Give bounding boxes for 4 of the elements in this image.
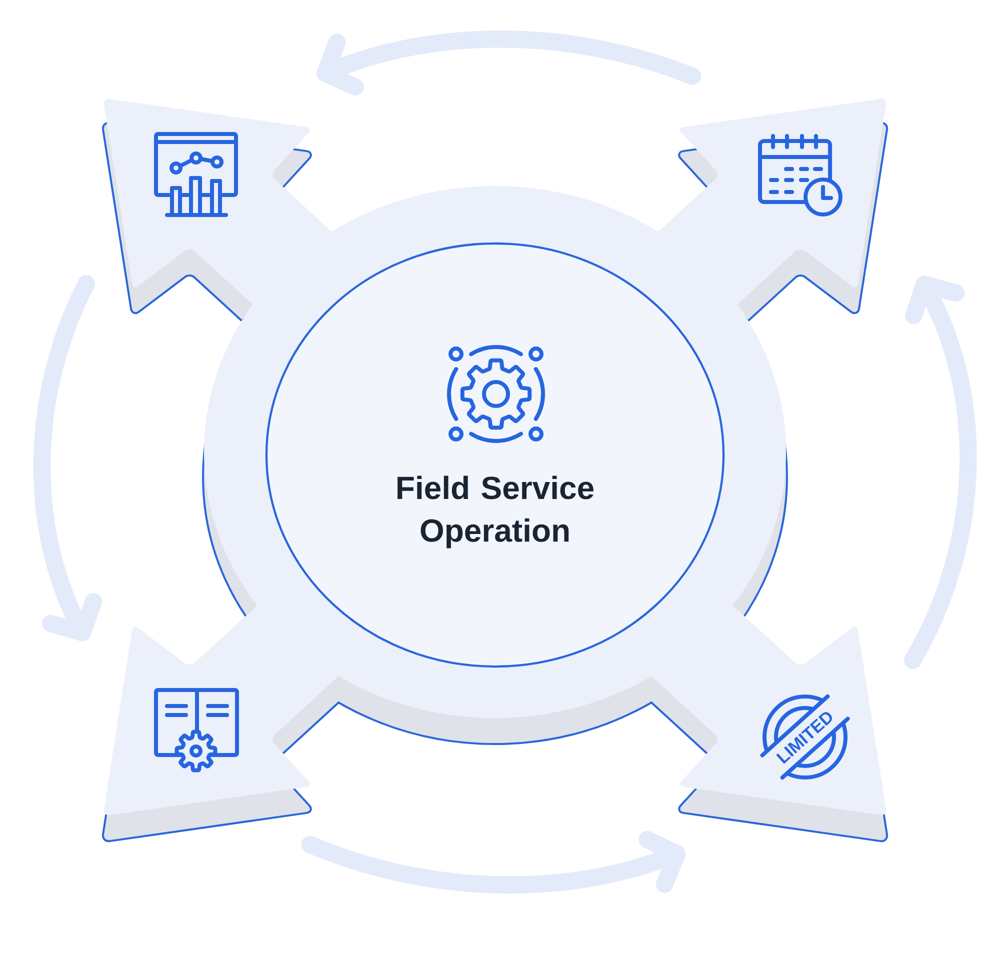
- curved-arrow: [301, 830, 686, 894]
- curved-arrow: [904, 276, 977, 670]
- curved-arrow: [33, 274, 102, 642]
- curved-arrow: [316, 30, 702, 96]
